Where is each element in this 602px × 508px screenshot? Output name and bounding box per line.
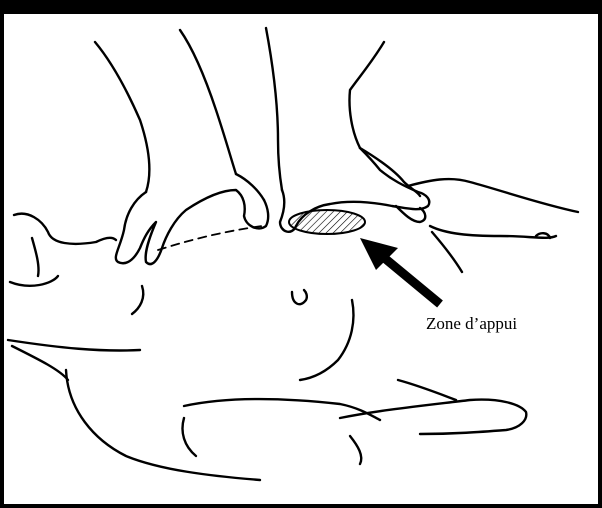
patient-shoulder-right — [408, 179, 578, 212]
nipple-mark — [292, 290, 307, 304]
compression-zone — [289, 210, 365, 234]
arrow-up-left-icon — [360, 238, 440, 304]
rescuer-arm-left-inner — [180, 30, 236, 174]
chin-line — [10, 276, 58, 286]
rescuer-arm-right-outer — [266, 28, 282, 190]
armpit-curve — [132, 286, 143, 314]
rescuer-arm-right-inner — [349, 42, 384, 148]
forearm-lower-2 — [183, 418, 197, 456]
torso-curve — [300, 300, 353, 380]
arm-right-lower — [398, 380, 456, 400]
head-outline — [14, 214, 116, 244]
zone-label: Zone d’appui — [426, 314, 517, 334]
finger-right-1 — [360, 148, 420, 196]
wrist-lower — [350, 436, 361, 464]
sternum-dashed-line — [158, 226, 262, 250]
rescuer-arm-left-outer — [95, 42, 149, 192]
neck-line — [32, 238, 39, 276]
hand-lower — [340, 400, 526, 434]
hip-curve — [12, 346, 68, 380]
belly-curve — [66, 370, 260, 480]
shoulder-line — [8, 340, 140, 351]
hand-left — [116, 190, 268, 264]
patient-chest-edge — [432, 232, 462, 272]
